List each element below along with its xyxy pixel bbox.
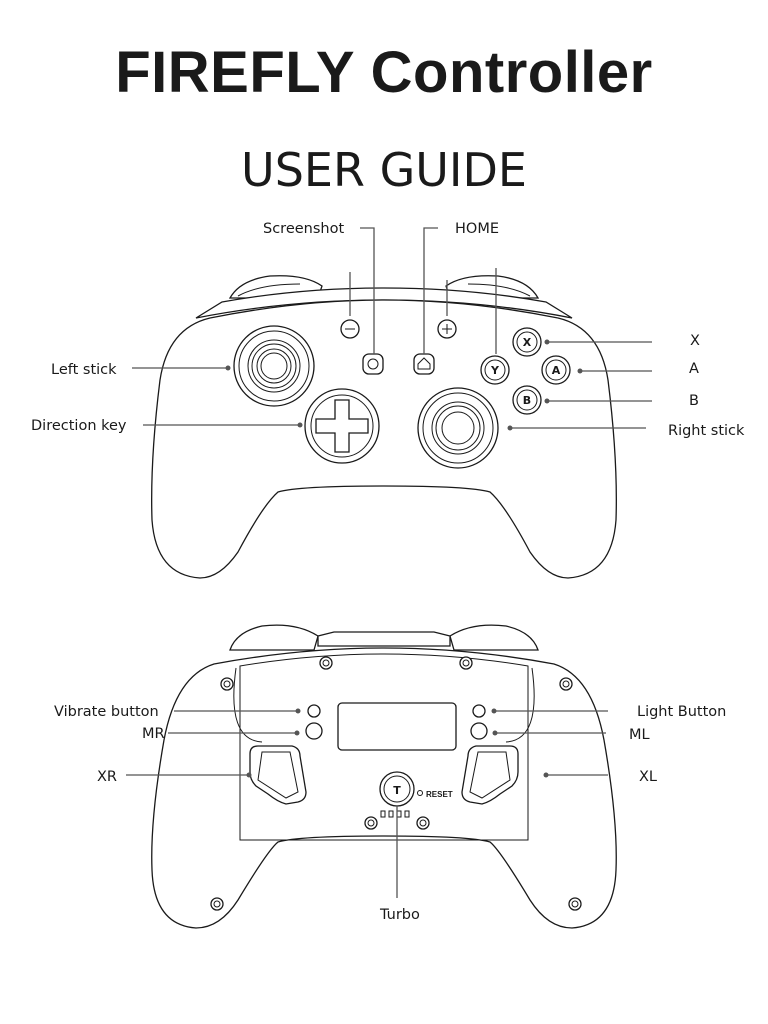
mr-button[interactable]: [305, 722, 323, 740]
mr-label: MR: [142, 726, 165, 742]
screenshot-leader: [360, 227, 375, 354]
x-button-glyph: X: [523, 336, 532, 349]
vibrate-button[interactable]: [307, 704, 321, 718]
screenshot-label: Screenshot: [263, 221, 344, 237]
back-view: T RESET Vibrate button MR XR Light Butto…: [54, 624, 726, 929]
front-view: X Y A B: [31, 221, 745, 579]
led-indicators: [380, 810, 410, 818]
b-button-glyph: B: [523, 394, 531, 407]
xl-paddle[interactable]: [461, 745, 519, 805]
turbo-label: Turbo: [379, 907, 420, 923]
turbo-glyph: T: [393, 784, 401, 797]
a-button[interactable]: A: [541, 355, 571, 385]
y-button[interactable]: Y: [480, 355, 510, 385]
home-leader: [423, 227, 438, 354]
direction-key-label: Direction key: [31, 418, 127, 434]
b-label: B: [689, 393, 699, 409]
home-label: HOME: [455, 221, 499, 237]
minus-button[interactable]: [340, 319, 360, 339]
xr-label: XR: [97, 769, 117, 785]
ml-button[interactable]: [470, 722, 488, 740]
page-title: FIREFLY Controller: [115, 40, 653, 105]
left-stick-label: Left stick: [51, 362, 117, 378]
screenshot-button[interactable]: [362, 353, 384, 375]
home-button[interactable]: [413, 353, 435, 375]
light-button[interactable]: [472, 704, 486, 718]
reset-label: RESET: [426, 790, 453, 799]
ml-label: ML: [629, 727, 650, 743]
right-stick-label: Right stick: [668, 423, 745, 439]
a-button-glyph: A: [552, 364, 561, 377]
left-stick[interactable]: [233, 325, 315, 407]
back-center-panel: [337, 702, 457, 751]
direction-key[interactable]: [304, 388, 380, 464]
a-label: A: [689, 361, 699, 377]
x-button[interactable]: X: [512, 327, 542, 357]
page-subtitle: USER GUIDE: [241, 143, 527, 197]
vibrate-button-label: Vibrate button: [54, 704, 159, 720]
b-button[interactable]: B: [512, 385, 542, 415]
x-label: X: [690, 333, 700, 349]
right-stick[interactable]: [417, 387, 499, 469]
xl-label: XL: [639, 769, 657, 785]
plus-button[interactable]: [437, 319, 457, 339]
turbo-button[interactable]: T: [379, 771, 415, 807]
light-button-label: Light Button: [637, 704, 726, 720]
reset-hole[interactable]: [417, 790, 423, 796]
y-button-glyph: Y: [490, 364, 500, 377]
xr-paddle[interactable]: [249, 745, 307, 805]
